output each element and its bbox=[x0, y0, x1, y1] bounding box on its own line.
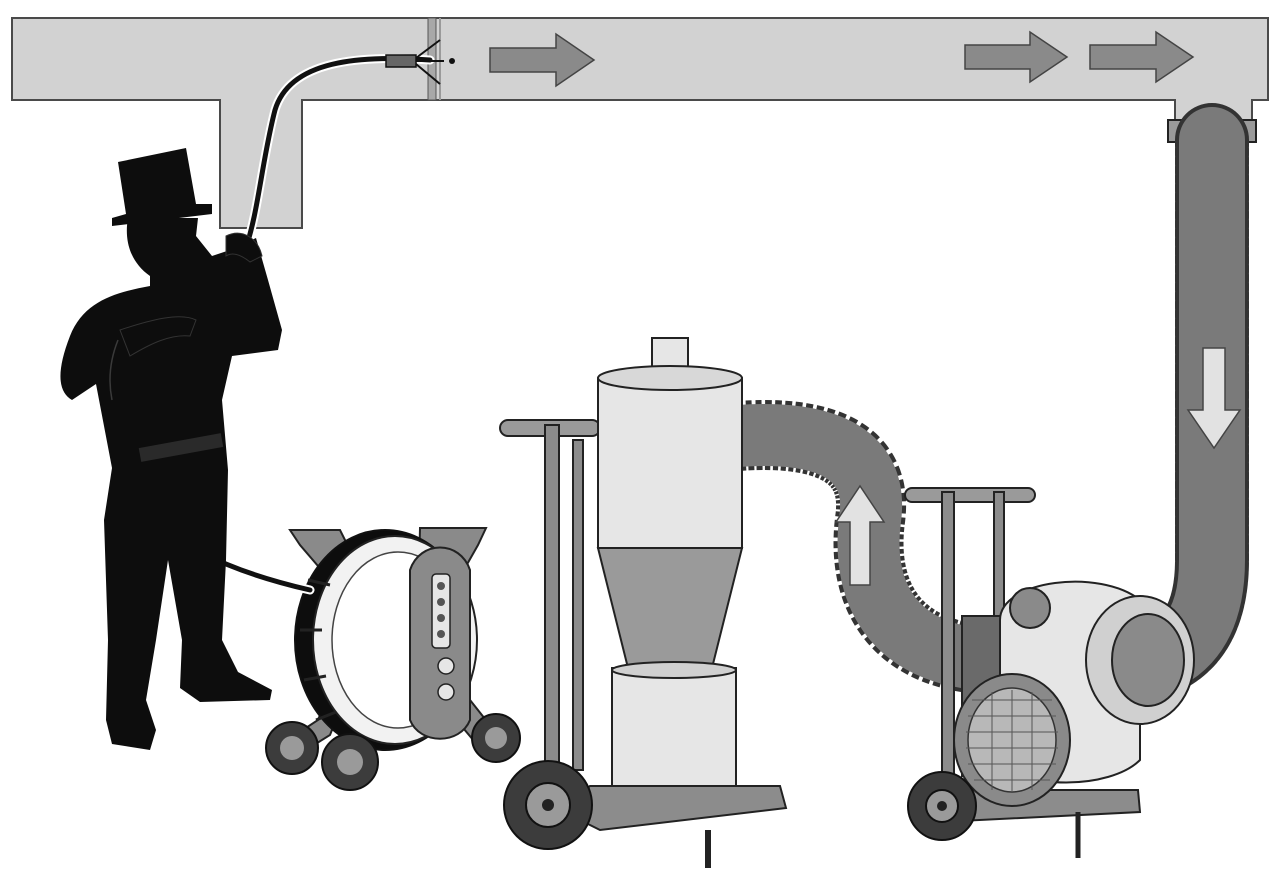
return-hose bbox=[735, 400, 1002, 695]
flow-arrow-icon bbox=[1089, 30, 1195, 84]
extraction-fan bbox=[904, 487, 1195, 858]
wheel-icon bbox=[503, 760, 593, 850]
flow-arrow-icon bbox=[834, 484, 886, 586]
wheel-icon bbox=[907, 771, 977, 841]
motor-grill-icon bbox=[953, 673, 1071, 807]
control-knob-icon bbox=[437, 657, 455, 675]
flow-arrow-icon bbox=[1186, 347, 1242, 450]
wheel-icon bbox=[265, 721, 319, 775]
cyclone-cone bbox=[596, 547, 744, 669]
wheel-icon bbox=[321, 733, 379, 791]
extraction-hose bbox=[1103, 103, 1249, 702]
wheel-icon bbox=[471, 713, 521, 763]
rotary-brush-reel bbox=[265, 527, 521, 791]
brush-head-icon bbox=[385, 39, 455, 85]
top-hat-icon bbox=[112, 148, 212, 226]
chimney-sweep-figure bbox=[60, 148, 282, 750]
cyclone-separator bbox=[499, 337, 788, 868]
flow-arrow-icon bbox=[489, 32, 596, 88]
control-knob-icon bbox=[437, 683, 455, 701]
main-duct bbox=[11, 17, 1269, 229]
flow-arrow-icon bbox=[964, 30, 1069, 84]
collection-bin bbox=[611, 667, 737, 787]
duct-system bbox=[11, 17, 1269, 229]
